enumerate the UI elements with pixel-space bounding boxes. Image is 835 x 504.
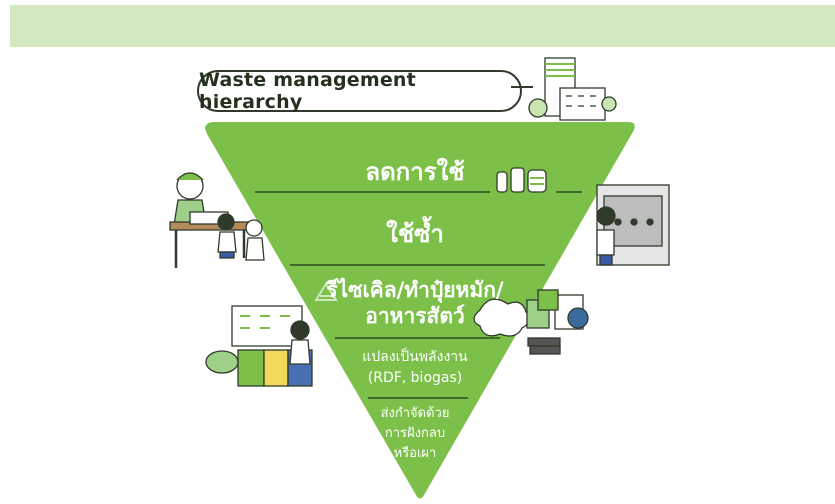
level-recycle: รีไซเคิล/ทำปุ๋ยหมัก/ อาหารสัตว์ xyxy=(300,277,530,329)
title-pill-tail xyxy=(511,86,533,88)
level-label-line: อาหารสัตว์ xyxy=(365,304,465,328)
city-building-icon xyxy=(528,57,617,121)
level-label: ลดการใช้ xyxy=(365,158,465,186)
sorting-bins-icon xyxy=(205,305,313,387)
title-pill: Waste management hierarchy xyxy=(197,69,522,113)
recycle-bags-icon xyxy=(473,289,589,355)
level-label-line: ส่งกำจัดด้วย xyxy=(380,406,450,421)
level-label-line: รีไซเคิล/ทำปุ๋ยหมัก/ xyxy=(326,278,504,302)
hierarchy-triangle xyxy=(205,122,635,499)
level-label-line: แปลงเป็นพลังงาน xyxy=(362,349,468,365)
level-energy: แปลงเป็นพลังงาน (RDF, biogas) xyxy=(320,347,510,389)
header-banner xyxy=(10,5,835,47)
level-label-line: หรือเผา xyxy=(393,446,437,461)
level-label-line: การฝังกลบ xyxy=(384,426,446,441)
water-dispenser-icon xyxy=(596,184,670,266)
recycle-icon xyxy=(314,282,338,301)
level-disposal: ส่งกำจัดด้วย การฝังกลบ หรือเผา xyxy=(345,404,485,464)
page-title: Waste management hierarchy xyxy=(199,69,416,113)
level-label: ใช้ซ้ำ xyxy=(386,220,444,248)
bottles-icon xyxy=(496,167,547,193)
level-reuse: ใช้ซ้ำ xyxy=(300,214,530,253)
level-reduce: ลดการใช้ xyxy=(300,152,530,191)
level-label-line: (RDF, biogas) xyxy=(367,370,463,386)
market-stall-icon xyxy=(169,172,265,268)
